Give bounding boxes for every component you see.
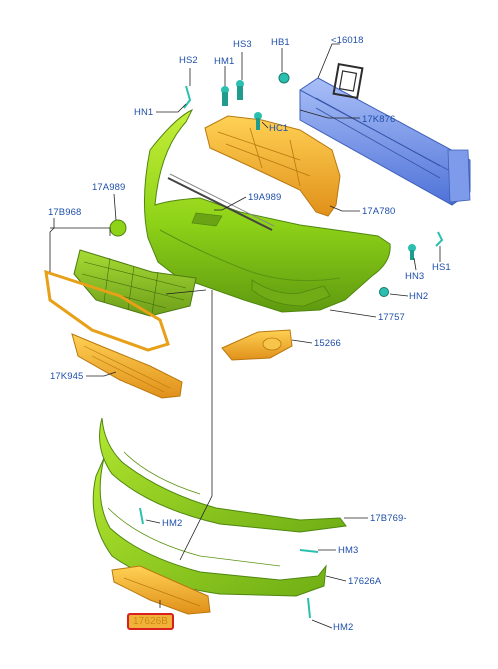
part-label-17757: 17757 xyxy=(378,312,405,323)
part-label-hm1: HM1 xyxy=(214,56,235,67)
lower-lip-part xyxy=(92,457,327,597)
part-label-hm2-mid: HM2 xyxy=(162,518,183,529)
lower-deflector-part xyxy=(111,565,211,615)
part-label-17b968: 17B968 xyxy=(48,207,82,218)
fog-lamp-bezel-part xyxy=(221,329,293,361)
fastener-clips xyxy=(139,72,444,619)
part-label-hs1: HS1 xyxy=(432,262,451,273)
part-label-17a989: 17A989 xyxy=(92,182,126,193)
part-label-hs3: HS3 xyxy=(233,39,252,50)
upper-absorber-part xyxy=(204,115,341,217)
part-label-hn3: HN3 xyxy=(405,271,425,282)
part-label-hc1: HC1 xyxy=(269,123,289,134)
part-label-hn2-top: HN2 xyxy=(409,291,429,302)
grille-part xyxy=(44,219,197,352)
part-label-hm3: HM3 xyxy=(338,545,359,556)
bumper-cover-part xyxy=(143,108,391,313)
leader-lines xyxy=(49,43,441,629)
part-label-hm2-bottom: HM2 xyxy=(333,622,354,633)
part-label-hs2: HS2 xyxy=(179,55,198,66)
part-label-17k945: 17K945 xyxy=(50,371,84,382)
part-label-17626b-highlighted: 17626B xyxy=(127,613,175,630)
part-label-16018: <16018 xyxy=(331,35,364,46)
part-label-hb1: HB1 xyxy=(271,37,290,48)
part-label-17626a: 17626A xyxy=(348,576,382,587)
lower-bumper-cover-part xyxy=(99,417,347,533)
part-label-19a989: 19A989 xyxy=(248,192,282,203)
part-label-hn1: HN1 xyxy=(134,107,154,118)
lower-grille-insert-part xyxy=(71,333,183,399)
part-label-17k876: 17K876 xyxy=(362,114,396,125)
part-label-15266: 15266 xyxy=(314,338,341,349)
part-label-17b769: 17B769- xyxy=(370,513,407,524)
part-label-17a780: 17A780 xyxy=(362,206,396,217)
